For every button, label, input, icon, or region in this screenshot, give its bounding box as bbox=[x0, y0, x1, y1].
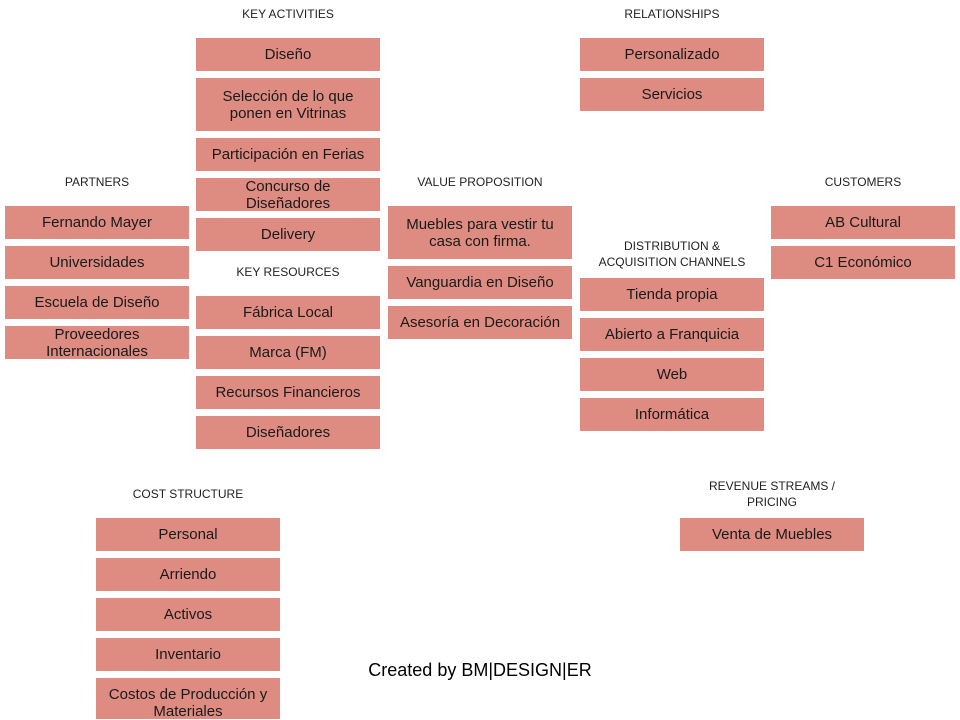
key-activities-title: KEY ACTIVITIES bbox=[242, 7, 334, 21]
revenue-streams-title: REVENUE STREAMS / PRICING bbox=[708, 479, 836, 509]
card-label: Muebles para vestir tu casa con firma. bbox=[406, 215, 554, 250]
card-label: Asesoría en Decoración bbox=[399, 314, 561, 331]
card-label: Web bbox=[656, 366, 688, 383]
revenue-card: Venta de Muebles bbox=[679, 517, 865, 552]
card-label: AB Cultural bbox=[825, 214, 901, 231]
card-label: Inventario bbox=[155, 646, 221, 663]
card-label: Costos de Producción y Materiales bbox=[108, 686, 268, 720]
card-label: Fábrica Local bbox=[242, 304, 334, 321]
cost-card: Activos bbox=[95, 597, 281, 632]
card-label: Escuela de Diseño bbox=[34, 294, 160, 311]
key-activity-card: Delivery bbox=[195, 217, 381, 252]
card-label: Arriendo bbox=[159, 566, 217, 583]
card-label: Participación en Ferias bbox=[211, 146, 365, 163]
cost-structure-title: COST STRUCTURE bbox=[132, 487, 244, 501]
key-resource-card: Diseñadores bbox=[195, 415, 381, 450]
relationships-title: RELATIONSHIPS bbox=[624, 7, 720, 21]
key-activity-card: Diseño bbox=[195, 37, 381, 72]
card-label: Servicios bbox=[641, 86, 703, 103]
card-label: Fernando Mayer bbox=[41, 214, 153, 231]
card-label: Recursos Financieros bbox=[215, 384, 361, 401]
key-resource-card: Recursos Financieros bbox=[195, 375, 381, 410]
partner-card: Proveedores Internacionales bbox=[4, 325, 190, 360]
card-label: Delivery bbox=[260, 226, 316, 243]
card-label: Concurso de Diseñadores bbox=[245, 177, 331, 212]
credit-text: Created by BM|DESIGN|ER bbox=[368, 660, 592, 680]
channel-card: Web bbox=[579, 357, 765, 392]
cost-card: Inventario bbox=[95, 637, 281, 672]
cost-card: Costos de Producción y Materiales bbox=[95, 677, 281, 720]
key-resources-title: KEY RESOURCES bbox=[236, 265, 340, 279]
card-label: Selección de lo que ponen en Vitrinas bbox=[222, 87, 354, 122]
value-proposition-card: Asesoría en Decoración bbox=[387, 305, 573, 340]
card-label: Vanguardia en Diseño bbox=[406, 274, 554, 291]
card-label: C1 Económico bbox=[814, 254, 912, 271]
card-label: Personal bbox=[158, 526, 218, 543]
card-label: Diseño bbox=[264, 46, 312, 63]
value-proposition-card: Muebles para vestir tu casa con firma. bbox=[387, 205, 573, 260]
cost-card: Arriendo bbox=[95, 557, 281, 592]
card-label: Activos bbox=[163, 606, 213, 623]
partner-card: Escuela de Diseño bbox=[4, 285, 190, 320]
cost-card: Personal bbox=[95, 517, 281, 552]
key-activity-card: Participación en Ferias bbox=[195, 137, 381, 172]
relationship-card: Personalizado bbox=[579, 37, 765, 72]
card-label: Universidades bbox=[49, 254, 145, 271]
customer-card: C1 Económico bbox=[770, 245, 956, 280]
channel-card: Tienda propia bbox=[579, 277, 765, 312]
card-label: Venta de Muebles bbox=[711, 526, 833, 543]
card-label: Personalizado bbox=[624, 46, 720, 63]
customers-title: CUSTOMERS bbox=[824, 175, 902, 189]
card-label: Marca (FM) bbox=[249, 344, 327, 361]
partners-title: PARTNERS bbox=[64, 175, 130, 189]
key-activity-card: Selección de lo que ponen en Vitrinas bbox=[195, 77, 381, 132]
card-label: Diseñadores bbox=[245, 424, 331, 441]
partner-card: Universidades bbox=[4, 245, 190, 280]
card-label: Informática bbox=[634, 406, 710, 423]
card-label: Tienda propia bbox=[626, 286, 718, 303]
card-label: Proveedores Internacionales bbox=[46, 325, 148, 360]
key-activity-card: Concurso de Diseñadores bbox=[195, 177, 381, 212]
relationship-card: Servicios bbox=[579, 77, 765, 112]
channels-title: DISTRIBUTION & ACQUISITION CHANNELS bbox=[598, 239, 746, 269]
value-proposition-card: Vanguardia en Diseño bbox=[387, 265, 573, 300]
key-resource-card: Marca (FM) bbox=[195, 335, 381, 370]
customer-card: AB Cultural bbox=[770, 205, 956, 240]
card-label: Abierto a Franquicia bbox=[604, 326, 740, 343]
key-resource-card: Fábrica Local bbox=[195, 295, 381, 330]
value-proposition-title: VALUE PROPOSITION bbox=[417, 175, 543, 189]
partner-card: Fernando Mayer bbox=[4, 205, 190, 240]
channel-card: Abierto a Franquicia bbox=[579, 317, 765, 352]
channel-card: Informática bbox=[579, 397, 765, 432]
